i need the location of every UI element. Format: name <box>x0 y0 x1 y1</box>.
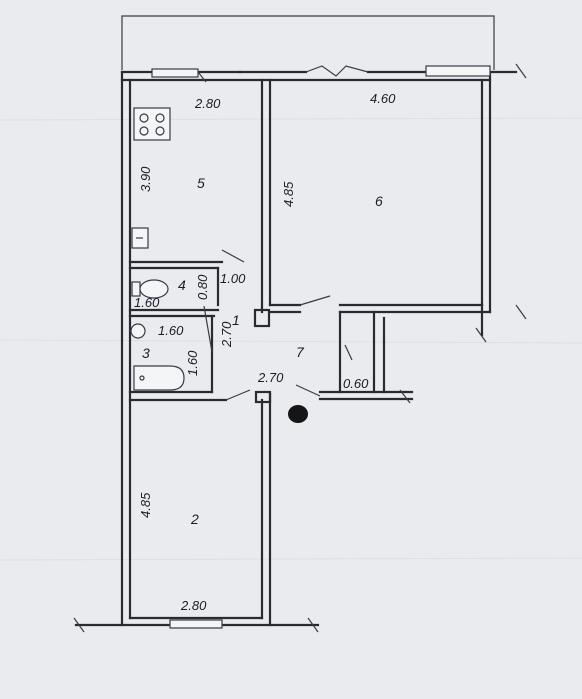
room-label-1: 1 <box>232 312 240 328</box>
dim-corridor-length: 2.70 <box>219 321 234 348</box>
room-label-3: 3 <box>142 345 150 361</box>
dim-wc-depth: 0.80 <box>195 274 210 300</box>
ink-smudge <box>288 405 308 423</box>
room-label-4: 4 <box>178 277 186 293</box>
dim-kitchen-length: 3.90 <box>138 166 153 192</box>
windows <box>151 65 491 629</box>
dim-bath-depth: 1.60 <box>185 350 200 376</box>
room-label-5: 5 <box>197 175 205 191</box>
toilet-icon <box>131 279 169 299</box>
washbasin-icon <box>130 323 146 339</box>
walls <box>74 70 518 627</box>
wall-end-ticks <box>73 63 527 633</box>
dimension-labels: 2.80 4.60 3.90 4.85 1.00 0.80 1.60 1.60 … <box>134 91 396 613</box>
dim-kitchen-width: 2.80 <box>194 96 221 111</box>
dim-wc-width: 1.60 <box>134 295 160 310</box>
kitchen-sink-icon <box>131 227 149 249</box>
stove-icon <box>133 107 171 141</box>
bathtub-icon <box>133 365 185 391</box>
room-label-2: 2 <box>190 511 199 527</box>
dim-room6-length: 4.85 <box>281 181 296 207</box>
balcony-outline <box>121 15 495 70</box>
room-labels: 5 6 4 1 3 7 2 <box>142 175 383 527</box>
dim-hall-width: 2.70 <box>257 370 284 385</box>
room-label-7: 7 <box>296 344 305 360</box>
doors <box>203 249 353 401</box>
room-label-6: 6 <box>375 193 383 209</box>
dim-room6-width: 4.60 <box>370 91 396 106</box>
dim-wc-door: 1.00 <box>220 271 246 286</box>
paper-texture <box>0 117 582 561</box>
dim-closet-width: 0.60 <box>343 376 369 391</box>
dim-bath-width: 1.60 <box>158 323 184 338</box>
dim-room2-length: 4.85 <box>138 492 153 518</box>
dim-room2-width: 2.80 <box>180 598 207 613</box>
balcony-doors <box>197 65 369 83</box>
